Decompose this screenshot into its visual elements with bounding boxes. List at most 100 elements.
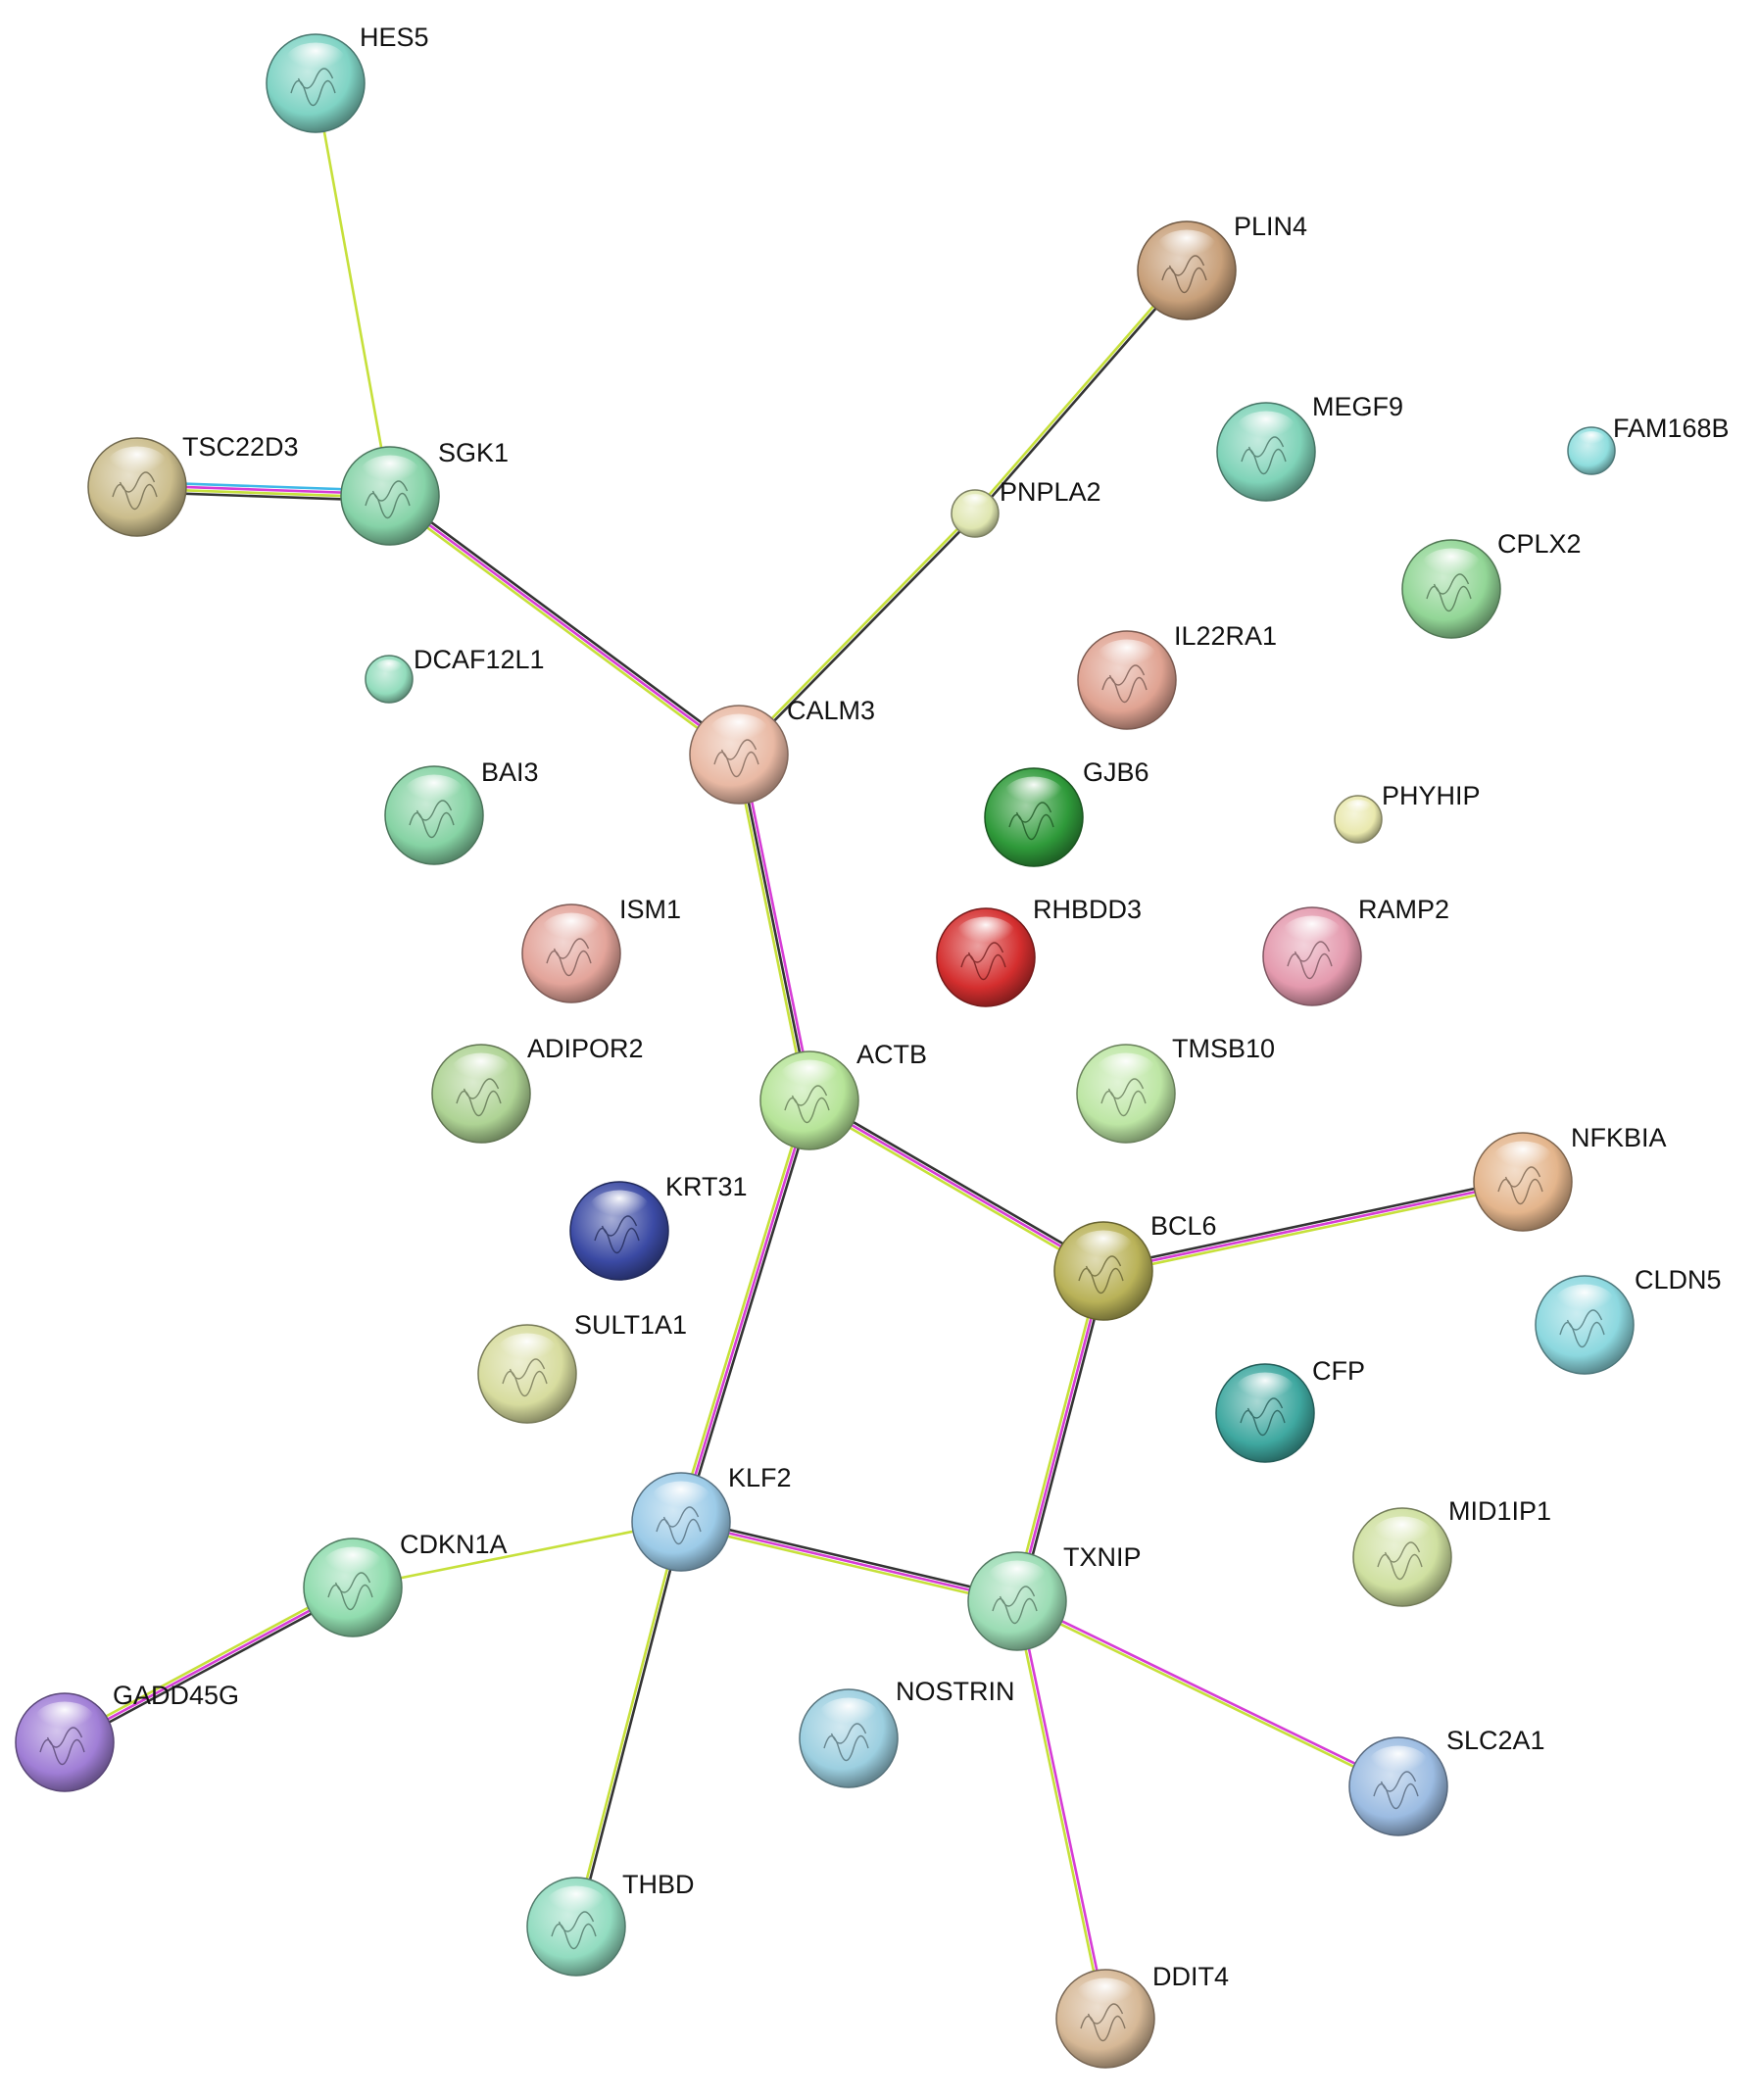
edge-bcl6-nfkbia[interactable] [1100,1177,1526,1276]
node-nfkbia[interactable]: NFKBIA [1473,1123,1667,1232]
protein-structure-icon [656,1506,702,1545]
node-ramp2[interactable]: RAMP2 [1262,895,1449,1006]
node-pnpla2[interactable]: PNPLA2 [951,477,1101,538]
edge-evidence-textmining [676,1098,808,1523]
edge-actb-klf2[interactable] [676,1098,814,1525]
edge-evidence-experiments [1101,1180,1525,1273]
node-gadd45g[interactable]: GADD45G [15,1681,239,1792]
node-actb[interactable]: ACTB [759,1040,927,1150]
node-nostrin[interactable]: NOSTRIN [799,1677,1015,1788]
node-label: PNPLA2 [1000,477,1101,507]
node-gloss [404,774,464,812]
node-gloss [107,446,168,484]
node-ism1[interactable]: ISM1 [521,895,681,1003]
node-sult1a1[interactable]: SULT1A1 [477,1310,687,1424]
edge-evidence-textmining [806,1101,1103,1276]
node-tsc22d3[interactable]: TSC22D3 [87,432,299,537]
edge-evidence-textmining [1014,1601,1399,1789]
node-dcaf12l1[interactable]: DCAF12L1 [365,645,545,704]
edge-cdkn1a-gadd45g[interactable] [62,1583,356,1747]
edge-bcl6-txnip[interactable] [1012,1268,1108,1604]
node-gloss [1282,915,1343,953]
edge-klf2-txnip[interactable] [678,1517,1020,1606]
protein-structure-icon [1377,1541,1423,1581]
protein-structure-icon [1287,941,1333,980]
node-gloss [651,1481,711,1519]
edge-evidence-textmining [351,1520,683,1589]
protein-structure-icon [1497,1166,1543,1205]
node-klf2[interactable]: KLF2 [631,1463,792,1572]
protein-structure-icon [290,68,336,107]
node-fam168b[interactable]: FAM168B [1567,414,1730,475]
node-ddit4[interactable]: DDIT4 [1055,1962,1229,2069]
node-gloss [541,912,602,951]
edge-evidence-textmining [678,1524,1018,1606]
node-label: FAM168B [1613,414,1730,443]
edge-evidence-experiments [679,1099,811,1524]
edge-evidence-experiments [63,1586,355,1744]
edge-txnip-slc2a1[interactable] [1014,1598,1401,1789]
node-megf9[interactable]: MEGF9 [1216,392,1403,502]
node-label: GJB6 [1083,757,1149,787]
edge-hes5-sgk1[interactable] [314,81,392,498]
edge-evidence-textmining [1012,1268,1102,1602]
edge-evidence-coexpression [680,1517,1020,1599]
node-hes5[interactable]: HES5 [266,23,429,133]
edge-klf2-thbd[interactable] [573,1520,684,1929]
edge-evidence-textmining [314,81,392,498]
node-cfp[interactable]: CFP [1215,1356,1365,1463]
edge-pnpla2-calm3[interactable] [736,511,978,757]
node-slc2a1[interactable]: SLC2A1 [1348,1726,1545,1836]
edge-calm3-actb[interactable] [734,753,814,1102]
node-gloss [1421,548,1482,586]
node-label: HES5 [360,23,429,52]
node-label: CFP [1312,1356,1365,1386]
node-tmsb10[interactable]: TMSB10 [1076,1034,1275,1144]
node-label: BCL6 [1150,1211,1217,1241]
node-gloss [1368,1745,1429,1783]
node-bcl6[interactable]: BCL6 [1053,1211,1217,1321]
edges-layer [62,81,1526,2021]
node-gloss [1554,1284,1615,1322]
node-cldn5[interactable]: CLDN5 [1535,1265,1722,1375]
protein-structure-icon [992,1586,1038,1625]
node-gloss [1097,639,1157,677]
node-krt31[interactable]: KRT31 [569,1172,748,1281]
edge-txnip-ddit4[interactable] [1014,1599,1108,2021]
edge-evidence-coexpression [974,269,1190,516]
node-gloss [1075,1978,1136,2016]
edge-evidence-textmining [1014,1600,1105,2021]
node-label: TSC22D3 [182,432,299,462]
node-cplx2[interactable]: CPLX2 [1401,529,1582,639]
edge-evidence-textmining [1102,1184,1526,1276]
edge-klf2-cdkn1a[interactable] [351,1520,683,1589]
protein-structure-icon [1240,1397,1286,1437]
node-cdkn1a[interactable]: CDKN1A [303,1530,508,1637]
node-gloss [960,494,990,513]
node-gloss [34,1701,95,1739]
node-bai3[interactable]: BAI3 [384,757,539,865]
node-calm3[interactable]: CALM3 [689,696,875,805]
protein-structure-icon [1101,664,1148,704]
edge-evidence-experiments [1015,1269,1105,1603]
edge-plin4-pnpla2[interactable] [972,268,1190,516]
node-txnip[interactable]: TXNIP [967,1542,1142,1651]
node-rhbdd3[interactable]: RHBDD3 [936,895,1142,1007]
protein-structure-icon [1373,1771,1419,1810]
protein-structure-icon [713,739,759,778]
edge-sgk1-calm3[interactable] [386,491,743,759]
node-gjb6[interactable]: GJB6 [984,757,1149,867]
protein-structure-icon [823,1723,869,1762]
node-adipor2[interactable]: ADIPOR2 [431,1034,644,1144]
edge-actb-bcl6[interactable] [806,1096,1107,1276]
node-label: GADD45G [113,1681,239,1710]
node-thbd[interactable]: THBD [526,1870,695,1977]
node-il22ra1[interactable]: IL22RA1 [1077,621,1277,730]
protein-structure-icon [502,1358,548,1397]
node-sgk1[interactable]: SGK1 [340,438,509,546]
node-phyhip[interactable]: PHYHIP [1334,781,1481,844]
node-plin4[interactable]: PLIN4 [1137,212,1307,320]
node-mid1ip1[interactable]: MID1IP1 [1352,1496,1551,1607]
